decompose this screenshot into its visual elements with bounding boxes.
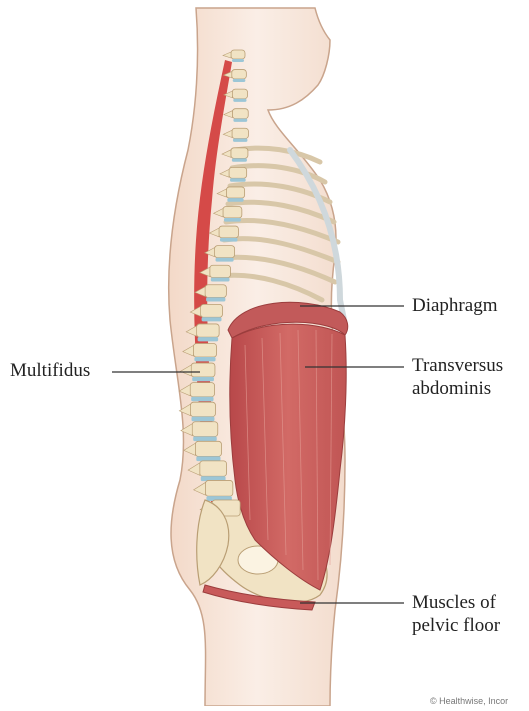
- vertebra: [231, 50, 245, 59]
- vertebra: [231, 148, 248, 159]
- label-multifidus: Multifidus: [10, 360, 90, 381]
- vertebra: [201, 304, 223, 317]
- intervertebral-disc: [211, 278, 230, 282]
- intervertebral-disc: [220, 238, 237, 242]
- vertebra: [200, 461, 227, 476]
- vertebra: [197, 324, 220, 337]
- vertebra: [195, 441, 221, 456]
- intervertebral-disc: [191, 397, 213, 401]
- intervertebral-disc: [227, 198, 243, 202]
- vertebra: [219, 226, 238, 238]
- intervertebral-disc: [198, 337, 219, 341]
- credit-text: © Healthwise, Incor: [430, 696, 508, 706]
- intervertebral-disc: [194, 357, 215, 361]
- label-pelvic-line2: pelvic floor: [412, 615, 500, 636]
- label-diaphragm: Diaphragm: [412, 295, 497, 316]
- intervertebral-disc: [193, 437, 217, 442]
- intervertebral-disc: [202, 317, 222, 321]
- vertebra: [192, 422, 218, 437]
- intervertebral-disc: [233, 138, 247, 141]
- intervertebral-disc: [191, 417, 214, 422]
- vertebra: [226, 187, 244, 198]
- vertebra: [229, 167, 247, 178]
- vertebra: [210, 265, 231, 277]
- vertebra: [215, 246, 235, 258]
- intervertebral-disc: [216, 258, 234, 262]
- intervertebral-disc: [192, 377, 214, 381]
- label-pelvic-line1: Muscles of: [412, 592, 496, 613]
- intervertebral-disc: [233, 119, 247, 122]
- intervertebral-disc: [206, 297, 225, 301]
- label-transversus-line1: Transversus: [412, 355, 503, 376]
- intervertebral-disc: [224, 218, 241, 222]
- vertebra: [205, 285, 226, 298]
- vertebra: [191, 363, 215, 377]
- vertebra: [232, 128, 248, 138]
- vertebra: [232, 109, 248, 119]
- vertebra: [232, 70, 247, 79]
- vertebra: [190, 383, 214, 397]
- vertebra: [232, 89, 247, 99]
- intervertebral-disc: [233, 99, 246, 102]
- intervertebral-disc: [196, 456, 220, 461]
- intervertebral-disc: [232, 59, 244, 62]
- vertebra: [223, 207, 242, 218]
- intervertebral-disc: [233, 79, 246, 82]
- intervertebral-disc: [232, 158, 247, 161]
- label-transversus-line2: abdominis: [412, 378, 491, 399]
- vertebra: [193, 343, 216, 357]
- intervertebral-disc: [230, 178, 246, 182]
- vertebra: [205, 480, 232, 496]
- vertebra: [190, 402, 215, 416]
